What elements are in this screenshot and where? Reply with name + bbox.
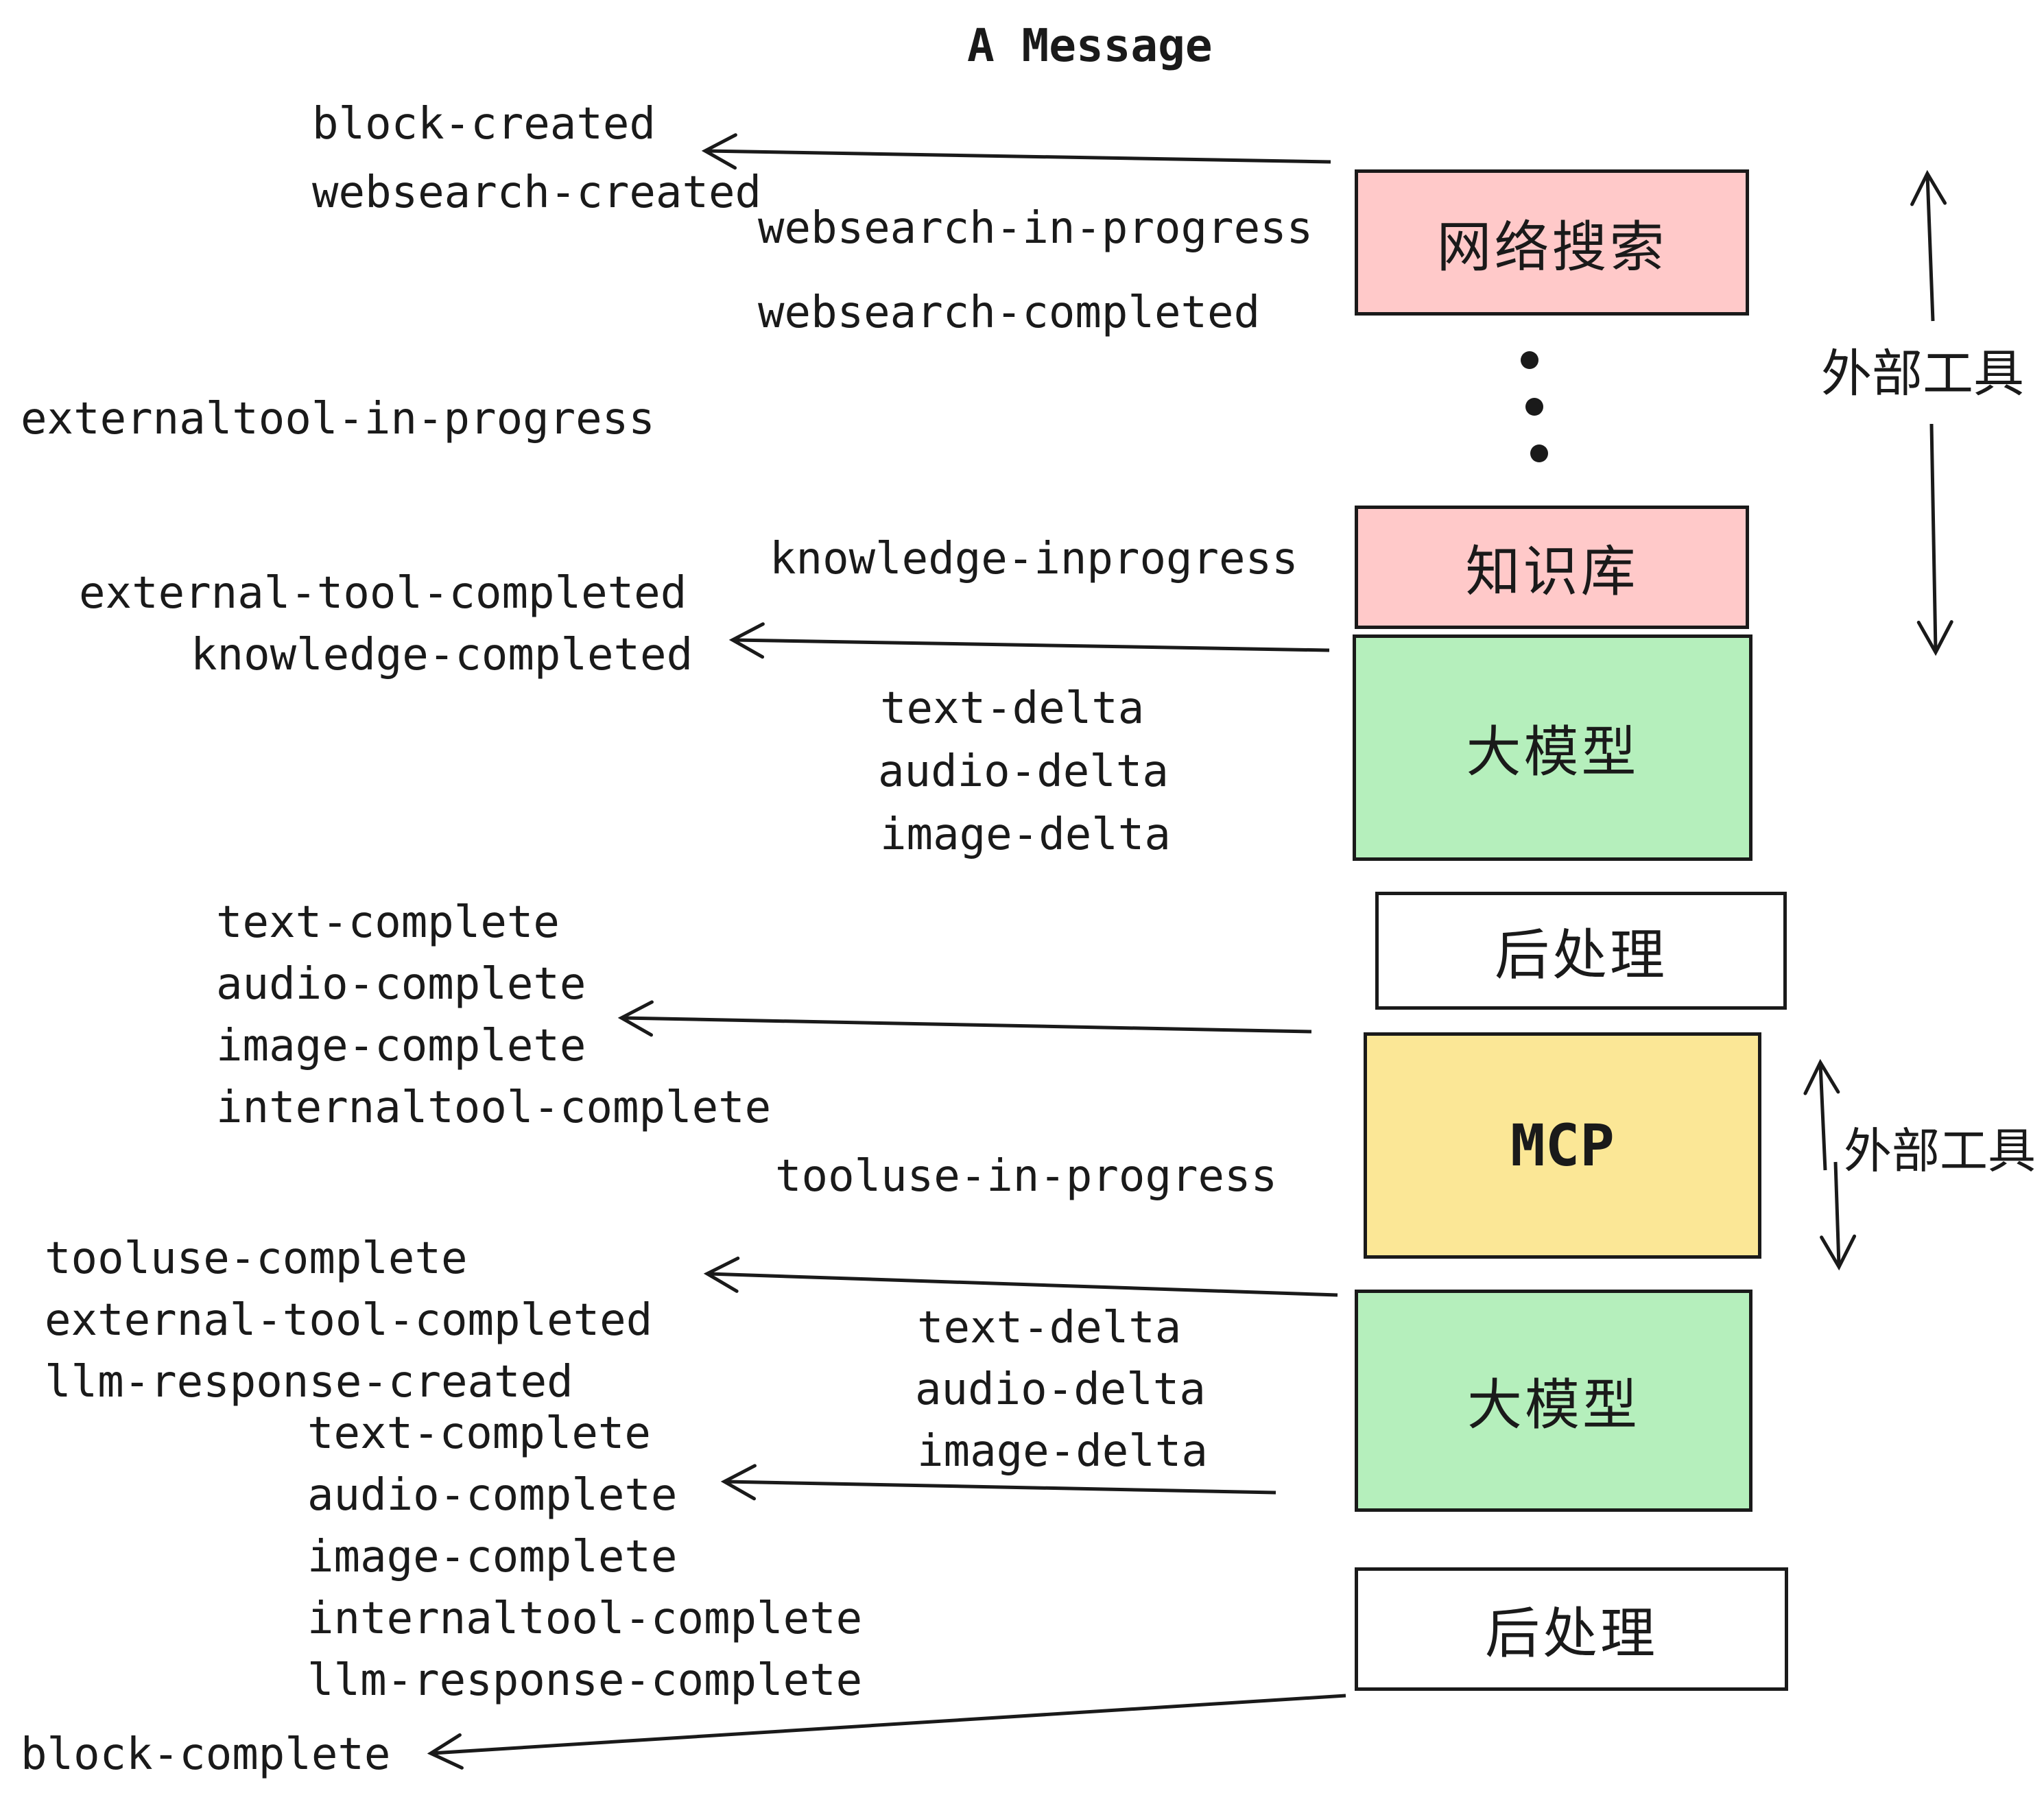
event-image-complete: image-complete [216, 1021, 586, 1071]
event-audio-delta: audio-delta [878, 746, 1169, 797]
event-websearch-created: websearch-created [312, 167, 762, 218]
box-knowledge: 知识库 [1355, 506, 1749, 629]
ellipsis-dot [1525, 398, 1543, 416]
event-websearch-in-progress: websearch-in-progress [758, 203, 1314, 254]
event-text-delta-2: text-delta [917, 1303, 1182, 1353]
event-tooluse-complete: tooluse-complete [45, 1233, 468, 1284]
arrow-to-audio-complete-2 [720, 1464, 1276, 1501]
event-text-complete-2: text-complete [307, 1408, 651, 1459]
label-external-tools-top: 外部工具 [1821, 345, 2024, 402]
event-knowledge-completed: knowledge-completed [191, 630, 693, 680]
event-audio-complete-2: audio-complete [307, 1470, 678, 1521]
event-external-tool-completed-2: external-tool-completed [45, 1295, 653, 1346]
box-postprocess-2-label: 后处理 [1485, 1603, 1658, 1664]
box-knowledge-label: 知识库 [1465, 541, 1639, 602]
event-image-complete-2: image-complete [307, 1532, 678, 1582]
event-audio-delta-2: audio-delta [915, 1364, 1206, 1415]
ellipsis-dot [1530, 444, 1548, 462]
arrow-external-tools-mcp-up [1803, 1058, 1840, 1171]
event-llm-response-complete: llm-response-complete [307, 1655, 863, 1706]
arrow-external-tools-mcp-down [1820, 1161, 1857, 1271]
box-llm-1-label: 大模型 [1466, 722, 1639, 783]
event-tooluse-in-progress: tooluse-in-progress [775, 1151, 1278, 1202]
box-postprocess-2: 后处理 [1355, 1567, 1788, 1691]
box-websearch: 网络搜索 [1355, 169, 1749, 316]
box-postprocess-1-label: 后处理 [1495, 925, 1667, 986]
arrow-to-knowledge-completed [728, 622, 1330, 659]
event-websearch-completed: websearch-completed [758, 287, 1261, 338]
event-external-tool-completed: external-tool-completed [79, 568, 687, 619]
box-mcp-label: MCP [1510, 1112, 1615, 1179]
box-llm-2-label: 大模型 [1467, 1375, 1640, 1436]
arrow-to-block-created [701, 133, 1331, 170]
event-text-delta: text-delta [880, 683, 1145, 734]
box-llm-1: 大模型 [1353, 634, 1752, 861]
label-external-tools-mcp: 外部工具 [1844, 1124, 2036, 1178]
box-llm-2: 大模型 [1355, 1290, 1752, 1512]
event-externaltool-in-progress: externaltool-in-progress [21, 394, 655, 444]
event-text-complete: text-complete [216, 897, 560, 948]
event-audio-complete: audio-complete [216, 959, 586, 1010]
box-postprocess-1: 后处理 [1375, 892, 1787, 1010]
event-knowledge-inprogress: knowledge-inprogress [770, 534, 1298, 584]
ellipsis-dot [1521, 351, 1538, 369]
event-block-complete: block-complete [21, 1729, 391, 1780]
event-image-delta: image-delta [880, 809, 1171, 860]
diagram-title: A Message [967, 19, 1213, 72]
arrow-to-image-complete [617, 1000, 1312, 1037]
event-internaltool-complete: internaltool-complete [216, 1082, 772, 1133]
arrow-to-tooluse-complete [703, 1256, 1338, 1297]
arrow-external-tools-top-down [1916, 423, 1953, 656]
event-internaltool-complete-2: internaltool-complete [307, 1593, 863, 1644]
event-block-created: block-created [312, 99, 656, 150]
event-image-delta-2: image-delta [917, 1426, 1208, 1477]
event-llm-response-created: llm-response-created [45, 1357, 573, 1408]
box-websearch-label: 网络搜索 [1436, 216, 1667, 278]
box-mcp: MCP [1364, 1032, 1761, 1259]
arrow-external-tools-top-up [1910, 169, 1947, 322]
